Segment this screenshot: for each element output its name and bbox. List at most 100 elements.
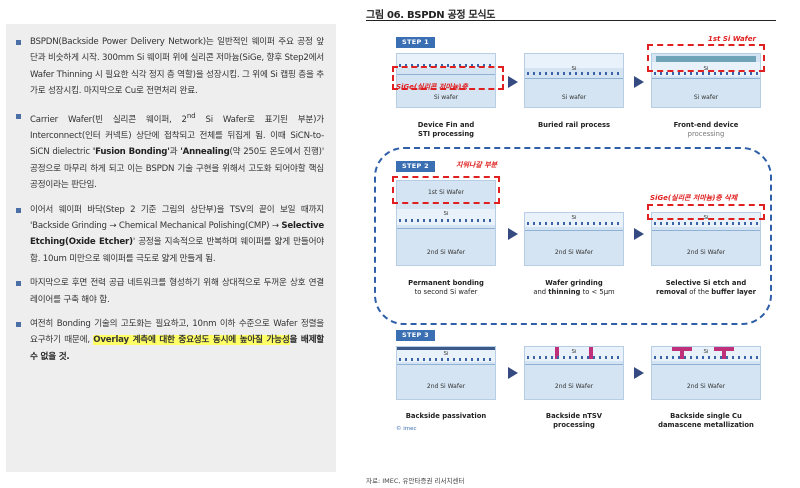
bullet-1: BSPDN(Backside Power Delivery Network)는 … xyxy=(14,34,324,100)
step3-wafer-3: Si 2nd Si Wafer xyxy=(651,346,761,400)
bullet-5: 여전히 Bonding 기술의 고도화는 필요하고, 10nm 이하 수준으로 … xyxy=(14,316,324,365)
step3-caption-1: Backside passivation xyxy=(405,412,487,420)
flow-arrow xyxy=(508,76,518,88)
sige-delete-annotation: SiGe(실리콘 저마늄)층 삭제 xyxy=(650,194,738,202)
sige-annotation: SiGe(실리콘 저마늄)층 xyxy=(396,83,468,91)
step2-frame xyxy=(374,147,772,325)
sige-layer xyxy=(397,74,495,75)
front-end-layer xyxy=(656,56,756,62)
bond-line xyxy=(397,228,495,229)
bond-line xyxy=(652,230,760,231)
second-si-wafer-label: 2nd Si Wafer xyxy=(426,249,466,256)
bullet-text: 이어서 웨이퍼 바닥(Step 2 기준 그림의 상단부)을 TSV의 끝이 보… xyxy=(30,204,324,264)
si-label: Si xyxy=(703,66,709,72)
remove-area-highlight xyxy=(392,176,500,204)
second-si-wafer-label: 2nd Si Wafer xyxy=(554,383,594,390)
bullet-marker xyxy=(16,321,21,327)
si-cap-layer xyxy=(525,54,623,68)
bullet-3: 이어서 웨이퍼 바닥(Step 2 기준 그림의 상단부)을 TSV의 끝이 보… xyxy=(14,202,324,268)
fin-dots xyxy=(399,219,493,222)
remove-annotation: 지워나갈 부분 xyxy=(456,161,498,169)
highlight-text: Overlay 계측에 대한 중요성도 동시에 높아질 가능성 xyxy=(93,335,290,346)
si-label: Si xyxy=(443,351,449,357)
step1-wafer-1: Si wafer xyxy=(396,53,496,108)
second-si-wafer-label: 2nd Si Wafer xyxy=(686,383,726,390)
si-wafer-label: Si wafer xyxy=(693,94,719,101)
sige-highlight-box xyxy=(392,66,504,90)
step3-wafer-1: Si 2nd Si Wafer xyxy=(396,346,496,400)
bond-line xyxy=(525,230,623,231)
cu-via xyxy=(680,347,684,359)
sige-layer xyxy=(652,78,760,79)
fin-dots xyxy=(399,64,493,67)
ntsv-via xyxy=(555,347,559,359)
bond-line xyxy=(525,364,623,365)
si-label: Si xyxy=(443,211,449,217)
first-si-wafer-highlight xyxy=(647,44,765,72)
flow-arrow xyxy=(508,228,518,240)
fin-dots xyxy=(527,222,621,225)
step2-wafer-1: 1st Si Wafer Si 2nd Si Wafer xyxy=(396,180,496,266)
fin-dots xyxy=(654,356,758,359)
step1-wafer-3: Si Si wafer xyxy=(651,53,761,108)
si-label: Si xyxy=(571,215,577,221)
bullet-2: Carrier Wafer(빈 실리콘 웨이퍼, 2nd Si Wafer로 표… xyxy=(14,108,324,194)
figure-title: 그림 06. BSPDN 공정 모식도 xyxy=(366,10,496,21)
si-wafer-label: Si wafer xyxy=(561,94,587,101)
step3-label: STEP 3 xyxy=(396,330,435,341)
si-label: Si xyxy=(703,349,709,355)
bullet-text: 여전히 Bonding 기술의 고도화는 필요하고, 10nm 이하 수준으로 … xyxy=(30,318,325,362)
si-label: Si xyxy=(571,66,577,72)
bullet-4: 마지막으로 후면 전력 공급 네트워크를 형성하기 위해 상대적으로 두꺼운 상… xyxy=(14,275,324,308)
bullet-marker xyxy=(16,207,21,213)
imec-credit: © imec xyxy=(396,426,417,432)
fin-dots xyxy=(527,72,621,75)
figure-source: 자료: IMEC, 유안타증권 리서치센터 xyxy=(366,477,465,485)
bullet-text: BSPDN(Backside Power Delivery Network)는 … xyxy=(30,37,324,97)
sige-delete-highlight xyxy=(647,204,765,220)
text-panel: BSPDN(Backside Power Delivery Network)는 … xyxy=(6,24,336,472)
step2-wafer-2: Si 2nd Si Wafer xyxy=(524,212,624,266)
fin-dots xyxy=(654,222,758,225)
second-si-wafer-label: 2nd Si Wafer xyxy=(554,249,594,256)
first-si-wafer-label: 1st Si Wafer xyxy=(427,189,465,196)
ntsv-via xyxy=(589,347,593,359)
bspdn-process-diagram: STEP 1 Si wafer SiGe(실리콘 저마늄)층 Si Si waf… xyxy=(366,24,776,460)
second-si-wafer-label: 2nd Si Wafer xyxy=(426,383,466,390)
step1-wafer-2: Si Si wafer xyxy=(524,53,624,108)
bullet-marker xyxy=(16,113,21,119)
flow-arrow xyxy=(634,76,644,88)
bond-line xyxy=(652,364,760,365)
first-si-wafer-annotation: 1st Si Wafer xyxy=(708,35,756,43)
sige-layer xyxy=(525,78,623,79)
si-wafer-label: Si wafer xyxy=(433,94,459,101)
bond-line xyxy=(397,364,495,365)
fin-dots xyxy=(527,356,621,359)
flow-arrow xyxy=(634,228,644,240)
bullet-text: Carrier Wafer(빈 실리콘 웨이퍼, 2nd Si Wafer로 표… xyxy=(30,110,324,191)
si-label: Si xyxy=(571,349,577,355)
step2-label: STEP 2 xyxy=(396,161,435,172)
second-si-wafer-label: 2nd Si Wafer xyxy=(686,249,726,256)
flow-arrow xyxy=(508,367,518,379)
bullet-marker xyxy=(16,281,21,287)
step2-wafer-3: Si 2nd Si Wafer xyxy=(651,212,761,266)
fin-dots xyxy=(654,72,758,75)
step1-label: STEP 1 xyxy=(396,37,435,48)
fin-dots xyxy=(399,358,493,361)
step3-wafer-2: Si 2nd Si Wafer xyxy=(524,346,624,400)
bullet-marker xyxy=(16,40,21,45)
flow-arrow xyxy=(634,367,644,379)
figure-title-rule xyxy=(366,20,776,21)
cu-via xyxy=(722,347,726,359)
bullet-text: 마지막으로 후면 전력 공급 네트워크를 형성하기 위해 상대적으로 두꺼운 상… xyxy=(30,278,324,305)
step1-caption-2: Buried rail process xyxy=(537,121,611,129)
passivation-layer xyxy=(397,347,495,350)
